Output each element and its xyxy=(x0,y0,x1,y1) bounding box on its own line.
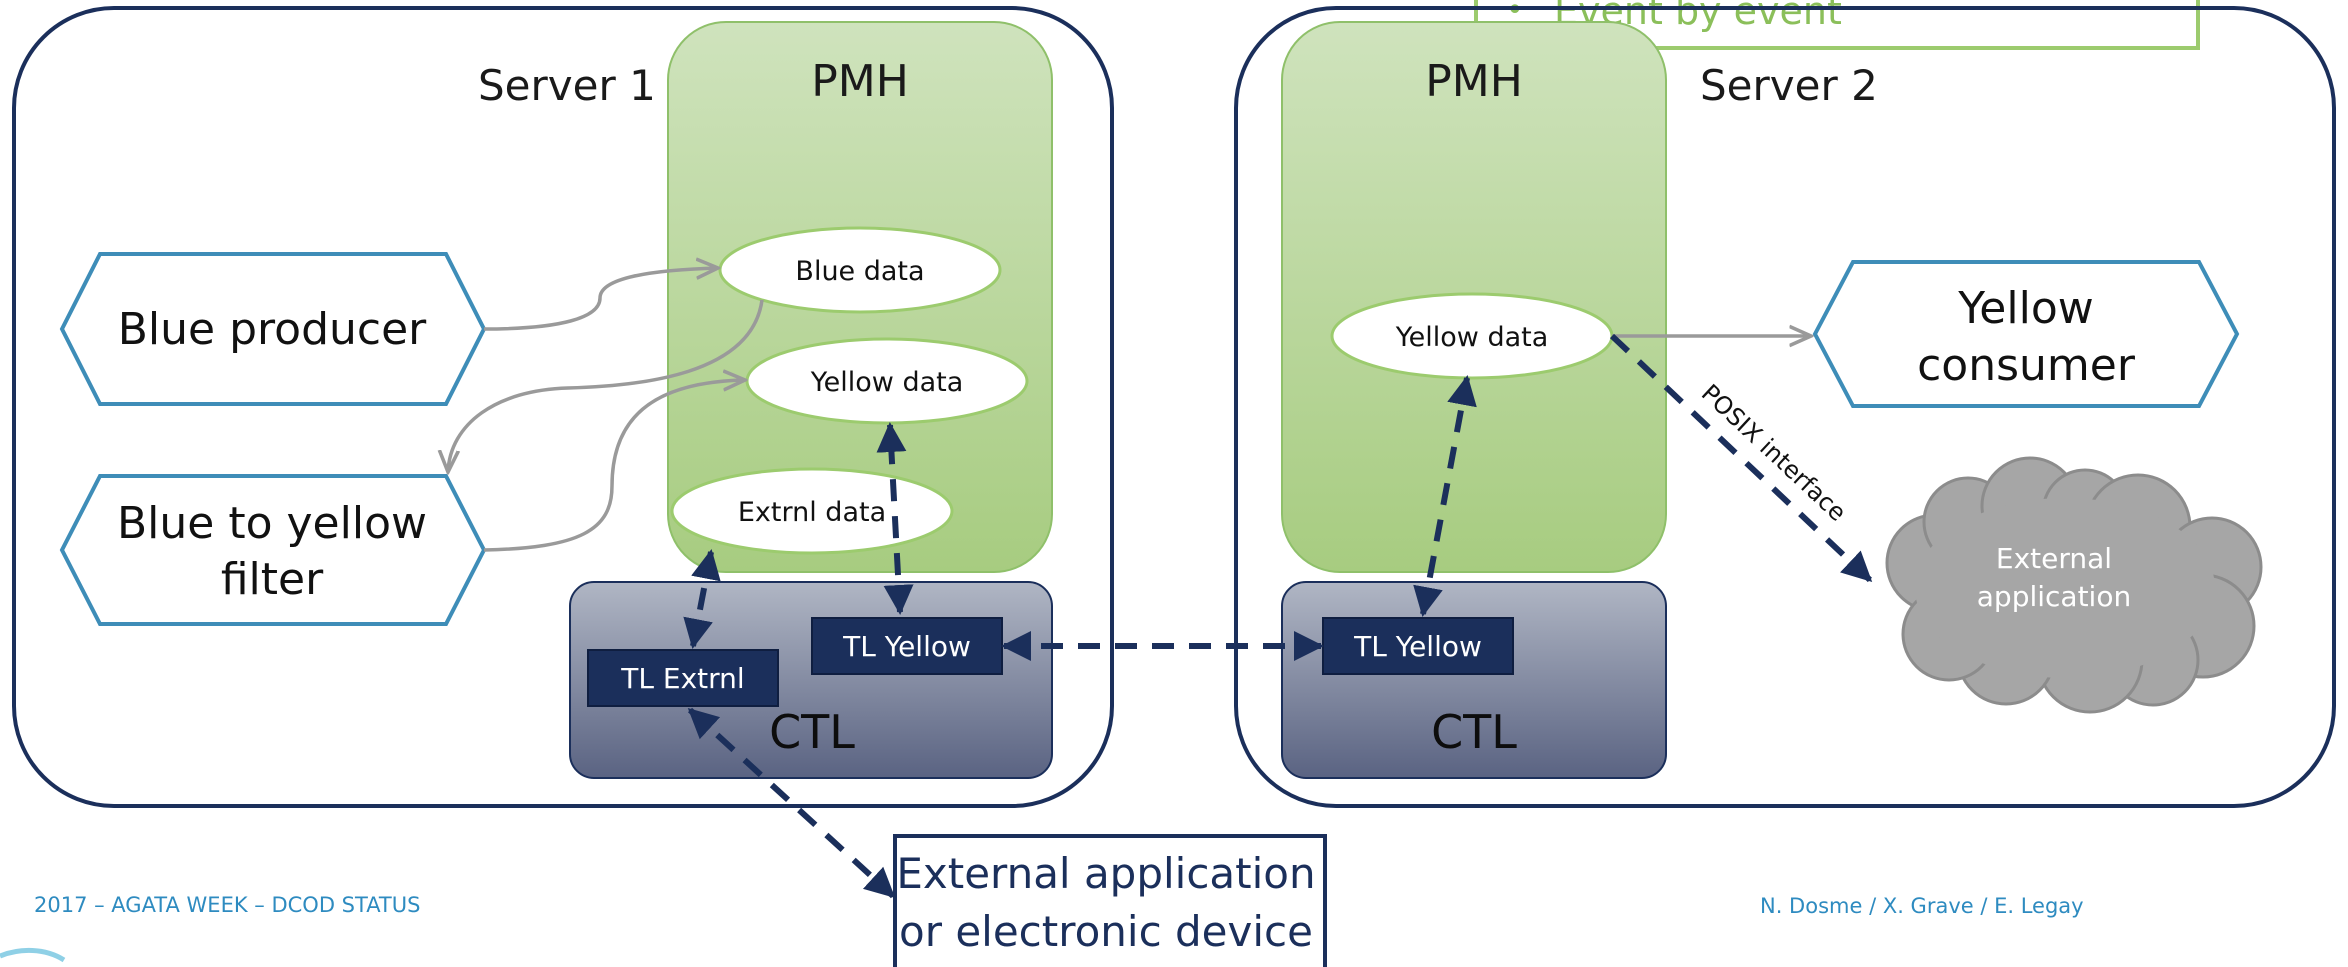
server2-yellow-data-label: Yellow data xyxy=(1395,322,1549,353)
device-label-line2: or electronic device xyxy=(899,907,1313,956)
server1-tl-yellow-label: TL Yellow xyxy=(842,630,971,663)
footer-right-text: N. Dosme / X. Grave / E. Legay xyxy=(1760,894,2084,918)
server1-container xyxy=(12,6,1114,808)
posix-interface-label: POSIX interface xyxy=(1696,379,1852,527)
producer-to-blue-data-arrow xyxy=(483,268,718,331)
server2-tl-yellow-label: TL Yellow xyxy=(1353,630,1482,663)
filter-label-line1: Blue to yellow xyxy=(117,498,427,549)
server2-title: Server 2 xyxy=(1700,61,1878,110)
server1-title: Server 1 xyxy=(478,61,656,110)
device-label-line1: External application xyxy=(896,849,1315,898)
server2-pmh-label: PMH xyxy=(1425,56,1523,107)
server1-yellow-data-label: Yellow data xyxy=(810,367,964,398)
logo-fragment xyxy=(0,947,66,963)
tl-extrnl-to-device-arrow xyxy=(687,707,896,899)
footer-left-text: 2017 – AGATA WEEK – DCOD STATUS xyxy=(34,893,421,917)
server1-tl-extrnl xyxy=(587,649,779,707)
filter-label-line2: filter xyxy=(221,554,324,605)
yellow-consumer-hexagon xyxy=(1812,260,2240,408)
cloud-label-line1: External xyxy=(1996,542,2112,575)
blue-producer-label: Blue producer xyxy=(118,304,427,355)
blue-data-to-filter-arrow xyxy=(448,299,764,472)
server1-tl-extrnl-label: TL Extrnl xyxy=(620,662,744,695)
filter-to-yellow-data-arrow xyxy=(483,380,745,552)
server1-extrnl-data-label: Extrnl data xyxy=(738,497,886,528)
server2-tl-to-yellow-data-arrow xyxy=(1413,375,1477,617)
external-device-box xyxy=(893,834,1327,967)
transport-arrows xyxy=(683,333,1873,899)
server1-ctl-label: CTL xyxy=(769,705,855,759)
tl-yellow-to-yellow-data-arrow xyxy=(876,422,914,615)
external-application-cloud xyxy=(1885,456,2263,714)
cloud-label-line2: application xyxy=(1977,580,2131,613)
data-flow-arrows xyxy=(448,268,1811,552)
server1-pmh-label: PMH xyxy=(811,56,909,107)
server2-container xyxy=(1234,6,2336,808)
blue-producer-hexagon xyxy=(59,252,487,406)
server2-tl-yellow xyxy=(1322,617,1514,675)
tl-extrnl-to-extrnl-data-arrow xyxy=(683,549,721,649)
consumer-label-line2: consumer xyxy=(1917,340,2136,391)
server2-ctl-label: CTL xyxy=(1431,705,1517,759)
server1-blue-data-label: Blue data xyxy=(795,256,924,287)
consumer-label-line1: Yellow xyxy=(1957,283,2093,334)
filter-hexagon xyxy=(59,474,487,626)
